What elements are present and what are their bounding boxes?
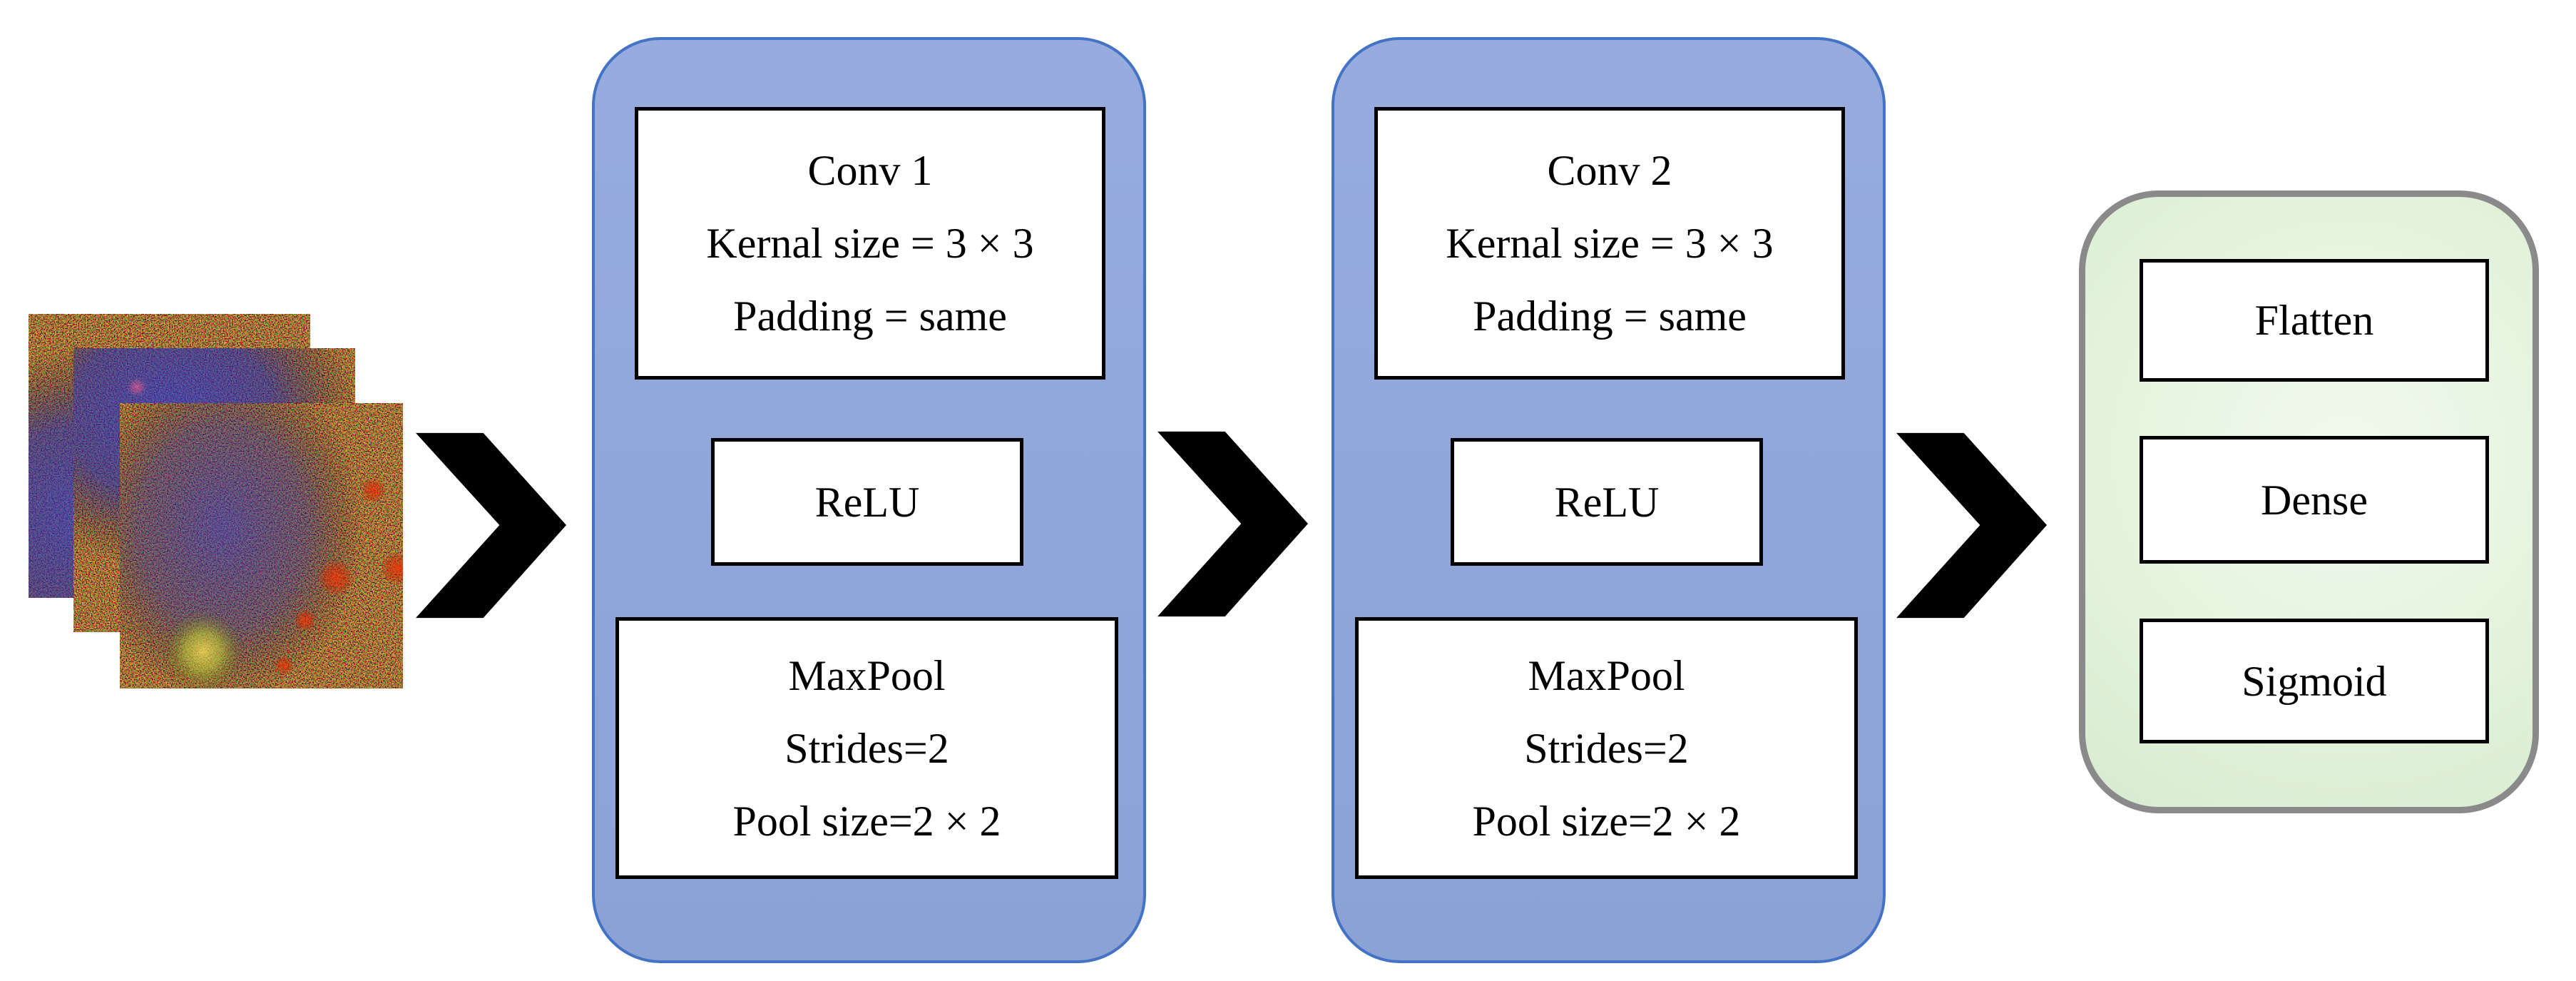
relu1-label: ReLU (814, 478, 920, 526)
conv1-padding-label: Padding = same (733, 293, 1007, 340)
conv1-layer-box: Conv 1 Kernal size = 3 × 3 Padding = sam… (635, 107, 1105, 380)
maxpool2-strides-label: Strides=2 (1524, 724, 1689, 772)
maxpool1-title: MaxPool (788, 651, 946, 699)
conv-block-2: Conv 2 Kernal size = 3 × 3 Padding = sam… (1332, 37, 1886, 963)
conv1-kernel-size-label: Kernal size = 3 × 3 (706, 220, 1034, 267)
maxpool1-strides-label: Strides=2 (784, 724, 949, 772)
flatten-label: Flatten (2254, 297, 2374, 344)
flatten-layer-box: Flatten (2140, 259, 2489, 382)
sigmoid-label: Sigmoid (2242, 657, 2387, 705)
sigmoid-layer-box: Sigmoid (2140, 619, 2489, 743)
input-microscopy-image-front (120, 403, 403, 688)
maxpool2-box: MaxPool Strides=2 Pool size=2 × 2 (1355, 617, 1858, 879)
maxpool1-pool-size-label: Pool size=2 × 2 (732, 797, 1001, 845)
flow-arrow-2 (1157, 431, 1308, 617)
conv2-layer-box: Conv 2 Kernal size = 3 × 3 Padding = sam… (1374, 107, 1845, 380)
flow-arrow-3 (1896, 432, 2047, 619)
maxpool2-title: MaxPool (1528, 651, 1685, 699)
conv-block-1: Conv 1 Kernal size = 3 × 3 Padding = sam… (592, 37, 1146, 963)
relu1-box: ReLU (711, 438, 1023, 566)
relu2-box: ReLU (1451, 438, 1763, 566)
maxpool2-pool-size-label: Pool size=2 × 2 (1472, 797, 1741, 845)
relu2-label: ReLU (1554, 478, 1660, 526)
maxpool1-box: MaxPool Strides=2 Pool size=2 × 2 (615, 617, 1118, 879)
flow-arrow-1 (416, 432, 566, 619)
conv2-title: Conv 2 (1547, 147, 1672, 194)
conv2-padding-label: Padding = same (1473, 293, 1747, 340)
output-block: Flatten Dense Sigmoid (2079, 190, 2539, 813)
conv1-title: Conv 1 (807, 147, 933, 194)
dense-layer-box: Dense (2140, 436, 2489, 564)
dense-label: Dense (2261, 476, 2368, 524)
conv2-kernel-size-label: Kernal size = 3 × 3 (1446, 220, 1774, 267)
